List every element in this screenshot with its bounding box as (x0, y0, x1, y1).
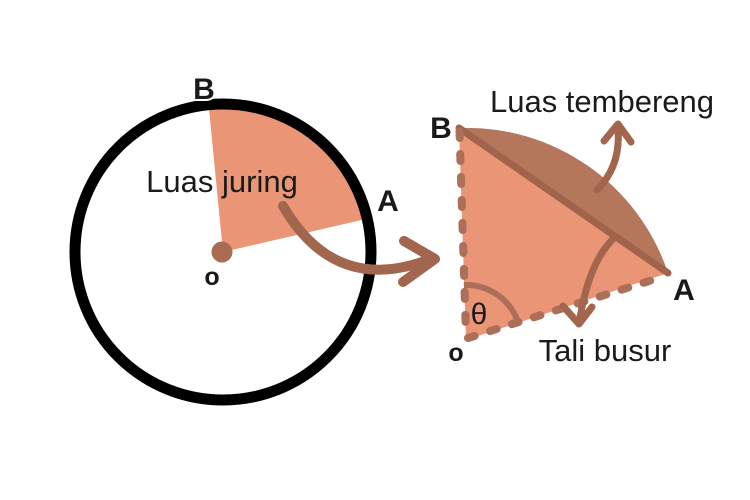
chord-pointer-arrow (559, 235, 617, 328)
center-dot (211, 241, 233, 263)
theta-angle-label: θ (471, 298, 488, 331)
transform-arrow-curve (278, 201, 438, 275)
left-point-b-label: B (193, 73, 215, 106)
theta-angle-arc (463, 281, 522, 324)
radius-ob-dashed-line (455, 127, 470, 340)
right-point-b-label: B (430, 112, 452, 145)
sector-fill-shape (208, 101, 370, 253)
chord-pointer-curve (576, 235, 617, 322)
right-center-o-label: o (448, 339, 463, 367)
transform-arrow (278, 201, 440, 287)
left-circle-figure: B A o Luas juring (69, 71, 401, 406)
right-sector-figure: B A o θ Luas tembereng Tali busur (428, 84, 714, 369)
triangle-fill-shape (459, 128, 668, 340)
chord-pointer-head-icon (559, 302, 596, 328)
segment-area-caption: Luas tembereng (490, 84, 714, 119)
segment-pointer-head-icon (600, 120, 635, 146)
right-point-a-label: A (673, 274, 695, 307)
chord-line (455, 124, 672, 277)
left-point-a-label: A (377, 185, 399, 218)
segment-pointer-arrow (593, 120, 635, 194)
circle-outline (69, 98, 377, 406)
segment-pointer-curve (593, 125, 622, 194)
sector-area-caption: Luas juring (146, 164, 298, 199)
left-center-o-label: o (204, 263, 219, 291)
chord-caption: Tali busur (539, 333, 672, 368)
transform-arrow-head-icon (398, 236, 440, 287)
